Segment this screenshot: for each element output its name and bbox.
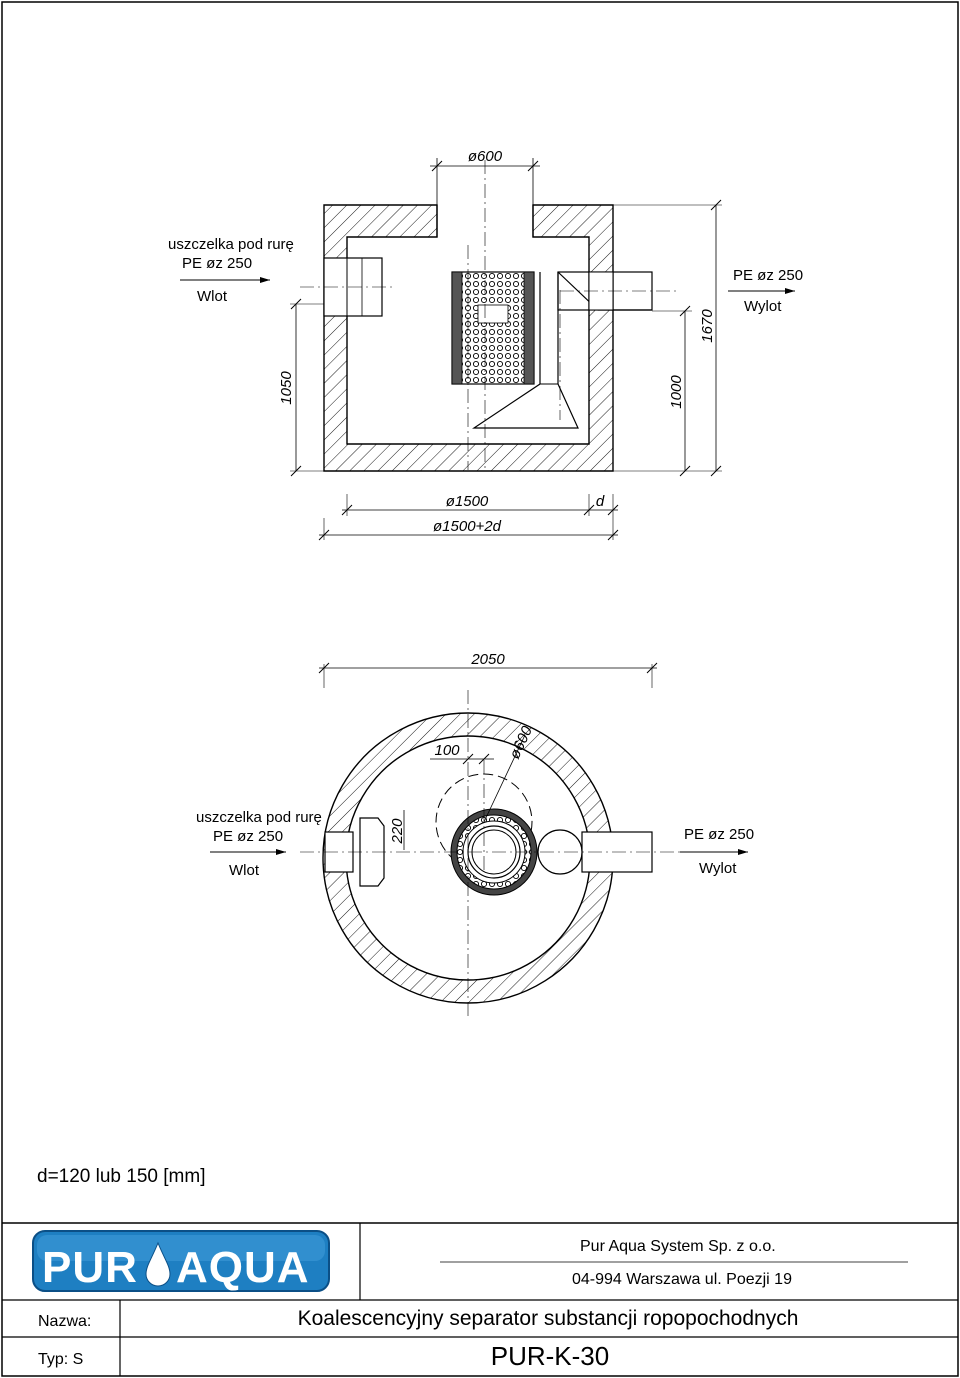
- tank-ring-wall: [322, 712, 614, 1004]
- plan-inlet-label: Wlot: [229, 862, 260, 879]
- dim-outlet-height: 1000: [668, 375, 685, 409]
- type-label: Typ: S: [38, 1351, 83, 1368]
- plan-outlet-label: Wylot: [699, 860, 737, 877]
- plan-outlet-pipe-note: PE øz 250: [684, 826, 754, 843]
- company-logo: PUR AQUA: [32, 1230, 330, 1292]
- dim-top-diameter: ø600: [468, 148, 503, 165]
- outlet-label: Wylot: [744, 298, 782, 315]
- wall-thickness-note: d=120 lub 150 [mm]: [37, 1166, 205, 1187]
- inlet-label: Wlot: [197, 288, 228, 305]
- type-value: PUR-K-30: [491, 1341, 609, 1371]
- svg-text:AQUA: AQUA: [176, 1243, 310, 1292]
- company-address: 04-994 Warszawa ul. Poezji 19: [572, 1271, 792, 1288]
- svg-text:PUR: PUR: [42, 1243, 138, 1292]
- dim-total-height: 1670: [699, 309, 716, 343]
- dim-outer-diameter: ø1500+2d: [433, 518, 502, 535]
- title-block: PUR AQUA Pur Aqua System Sp. z o.o. 04-9…: [2, 1222, 958, 1376]
- inlet-pipe-note: PE øz 250: [182, 255, 252, 272]
- outlet-pipe-note: PE øz 250: [733, 267, 803, 284]
- name-value: Koalescencyjny separator substancji ropo…: [298, 1307, 799, 1330]
- company-name: Pur Aqua System Sp. z o.o.: [580, 1238, 776, 1255]
- coalescing-insert: [451, 271, 535, 385]
- dim-wall-thickness: d: [596, 493, 605, 510]
- dim-offset: 100: [434, 742, 460, 759]
- dim-inner-diameter: ø1500: [446, 493, 489, 510]
- dim-total-width: 2050: [470, 651, 505, 668]
- section-view: ø600 uszczelka pod rurę PE øz 250 Wlot P…: [168, 148, 803, 541]
- outlet-funnel: [472, 272, 579, 429]
- name-label: Nazwa:: [38, 1313, 91, 1330]
- plan-view: 2050 100 ø600 220 uszczelka pod rurę PE …: [196, 651, 754, 1018]
- dim-inlet-height: 1050: [278, 371, 295, 405]
- plan-inlet-pipe-note: PE øz 250: [213, 828, 283, 845]
- inlet-seal-note: uszczelka pod rurę: [168, 236, 294, 253]
- water-drop-icon: [145, 1241, 171, 1287]
- plan-inlet-seal-note: uszczelka pod rurę: [196, 809, 322, 826]
- dim-220: 220: [389, 818, 406, 845]
